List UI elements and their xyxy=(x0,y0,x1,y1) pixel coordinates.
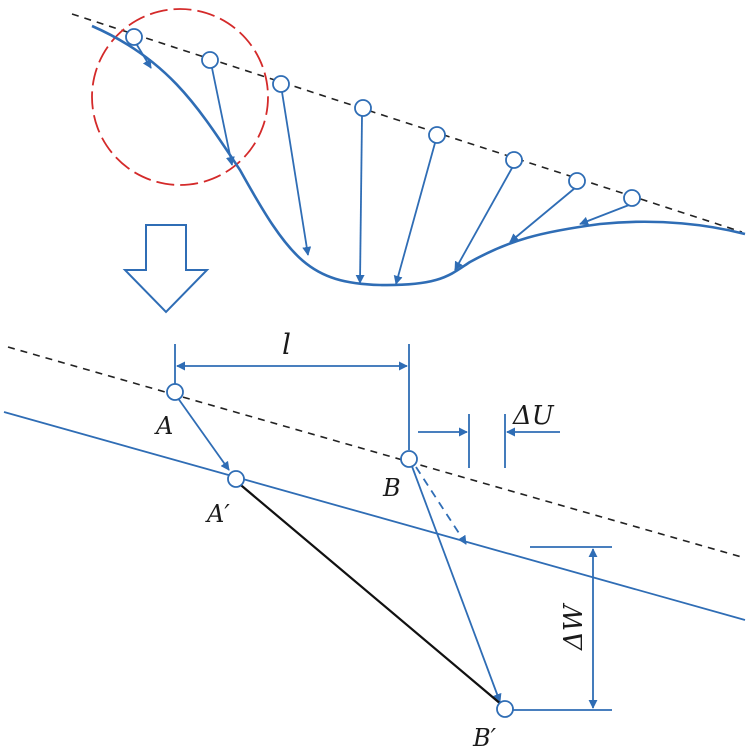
parallel-vector-b-dashed xyxy=(415,466,467,545)
original-surface-line xyxy=(71,13,743,233)
displacement-vector xyxy=(579,204,630,226)
survey-points xyxy=(125,28,641,207)
displacement-vector-b xyxy=(409,460,502,703)
label-a-prime: A′ xyxy=(205,500,230,528)
magnified-region-circle xyxy=(91,8,269,186)
subsided-surface-line xyxy=(3,411,746,621)
label-a: A xyxy=(154,412,173,440)
label-b-prime: B′ xyxy=(472,724,497,750)
survey-point xyxy=(354,99,372,117)
survey-point xyxy=(125,28,143,46)
original-surface-line-detail xyxy=(7,346,746,559)
displacement-vector-a xyxy=(174,393,230,471)
dimension-delta-w xyxy=(512,546,612,711)
point-b-prime xyxy=(496,700,514,718)
top-panel xyxy=(71,8,746,287)
label-l: l xyxy=(282,328,291,361)
displacement-vector xyxy=(454,167,513,271)
survey-point xyxy=(272,75,290,93)
displacement-vector xyxy=(355,115,365,284)
label-delta-u: ΔU xyxy=(512,401,555,431)
magnify-down-arrow-icon xyxy=(122,224,210,314)
subsidence-curve xyxy=(91,24,746,287)
displacement-vector xyxy=(509,187,576,243)
label-delta-w: ΔW xyxy=(559,602,589,651)
displacement-vector xyxy=(393,142,436,285)
dimension-delta-u xyxy=(418,414,560,468)
dimension-l xyxy=(174,344,410,450)
detail-points xyxy=(166,383,514,718)
bottom-panel: A A′ B B′ l ΔU ΔW xyxy=(3,328,746,750)
point-a-prime xyxy=(227,470,245,488)
displacement-vector xyxy=(136,44,152,69)
survey-point xyxy=(428,126,446,144)
displacement-vectors xyxy=(136,44,630,285)
displacement-vector xyxy=(281,91,312,256)
survey-point xyxy=(623,189,641,207)
survey-point xyxy=(201,51,219,69)
survey-point xyxy=(568,172,586,190)
point-b xyxy=(400,450,418,468)
survey-point xyxy=(505,151,523,169)
point-a xyxy=(166,383,184,401)
displacement-vector xyxy=(211,67,235,166)
segment-a-prime-b-prime xyxy=(235,480,503,706)
label-b: B xyxy=(382,474,401,502)
